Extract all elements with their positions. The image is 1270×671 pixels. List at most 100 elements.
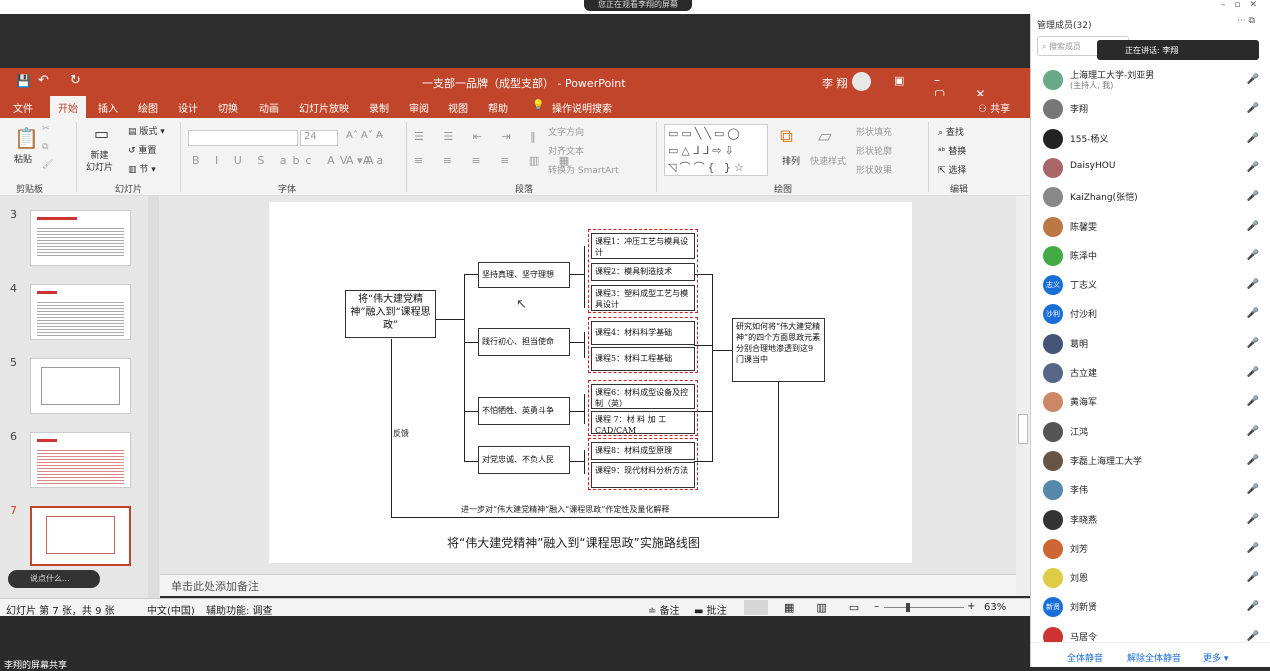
- panel-menu-icon[interactable]: ··· ⧉: [1237, 16, 1255, 26]
- member-row[interactable]: 陈馨雯🎤: [1031, 213, 1270, 242]
- course-box[interactable]: 课程2：模具制造技术: [591, 263, 695, 281]
- comments-button[interactable]: ▬ 批注: [694, 606, 727, 617]
- notes-pane[interactable]: 单击此处添加备注: [160, 574, 1016, 596]
- tell-me-search[interactable]: 操作说明搜索: [552, 104, 612, 115]
- mic-muted-icon[interactable]: 🎤: [1246, 337, 1259, 349]
- font-grow-icon[interactable]: A˄ A˅ A̶: [346, 130, 383, 141]
- tab-view[interactable]: 视图: [448, 104, 468, 115]
- member-row[interactable]: 志义丁志义🎤: [1031, 271, 1270, 300]
- mic-muted-icon[interactable]: 🎤: [1246, 103, 1259, 115]
- mic-muted-icon[interactable]: 🎤: [1246, 279, 1259, 291]
- mic-muted-icon[interactable]: 🎤: [1246, 161, 1259, 173]
- mic-muted-icon[interactable]: 🎤: [1246, 484, 1259, 496]
- mic-muted-icon[interactable]: 🎤: [1246, 601, 1259, 613]
- share-button[interactable]: ⚇ 共享: [978, 104, 1011, 115]
- mic-muted-icon[interactable]: 🎤: [1246, 367, 1259, 378]
- unmute-all-button[interactable]: 解除全体静音: [1127, 654, 1182, 664]
- member-row[interactable]: 陈泽中🎤: [1031, 242, 1270, 271]
- slide-thumbnail[interactable]: [30, 284, 131, 340]
- course-box[interactable]: 课程 7：材 料 加 工 CAD/CAM: [591, 411, 695, 435]
- format-painter-icon[interactable]: 🖌: [42, 160, 54, 170]
- layout-button[interactable]: ▤ 版式 ▾: [128, 127, 165, 137]
- reset-button[interactable]: ↺ 重置: [128, 146, 157, 156]
- member-row[interactable]: 刘恩🎤: [1031, 564, 1270, 593]
- member-row[interactable]: 沙利付沙利🎤: [1031, 300, 1270, 329]
- accessibility[interactable]: 辅助功能: 调查: [206, 606, 273, 617]
- tab-file[interactable]: 文件: [13, 104, 33, 115]
- thumbnails-scrollbar[interactable]: [148, 196, 159, 600]
- slide-thumbnail-selected[interactable]: [30, 506, 131, 566]
- course-box[interactable]: 课程8：材料成型原理: [591, 442, 695, 460]
- course-box[interactable]: 课程1：冲压工艺与模具设计: [591, 233, 695, 259]
- tab-record[interactable]: 录制: [369, 104, 389, 115]
- zoom-in-icon[interactable]: +: [967, 601, 976, 612]
- normal-view-icon[interactable]: [744, 600, 768, 615]
- font-size-input[interactable]: 24: [300, 130, 338, 146]
- editor-scrollbar[interactable]: [1016, 196, 1030, 596]
- tab-insert[interactable]: 插入: [98, 104, 118, 115]
- course-box[interactable]: 课程4：材料科学基础: [591, 321, 695, 345]
- redo-icon[interactable]: ↻: [70, 73, 81, 88]
- zoom-slider-thumb[interactable]: [906, 603, 910, 612]
- shape-fill-button[interactable]: 形状填充: [856, 128, 893, 138]
- member-row[interactable]: 江鸿🎤: [1031, 418, 1270, 447]
- slide-thumbnail[interactable]: [30, 432, 131, 488]
- mic-muted-icon[interactable]: 🎤: [1246, 542, 1259, 554]
- share-banner[interactable]: 您正在观看李翔的屏幕: [584, 0, 692, 11]
- shape-outline-button[interactable]: 形状轮廓: [856, 147, 893, 157]
- notes-placeholder[interactable]: 单击此处添加备注: [171, 580, 259, 593]
- tab-slideshow[interactable]: 幻灯片放映: [299, 104, 349, 115]
- right-box[interactable]: 研究如何将“伟大建党精神”的四个方面思政元素分别合理地渗透到这9门课当中: [732, 318, 825, 382]
- window-controls[interactable]: –▫✕: [1220, 0, 1266, 10]
- replace-button[interactable]: ᵃᵇ 替换: [938, 147, 967, 157]
- mic-muted-icon[interactable]: 🎤: [1246, 513, 1259, 525]
- copy-icon[interactable]: ⧉: [42, 142, 49, 152]
- course-box[interactable]: 课程5：材料工程基础: [591, 347, 695, 371]
- member-row[interactable]: 155-杨义🎤: [1031, 125, 1270, 154]
- mic-muted-icon[interactable]: 🎤: [1246, 425, 1259, 437]
- undo-icon[interactable]: ↶: [38, 73, 49, 88]
- language[interactable]: 中文(中国): [147, 606, 195, 617]
- shape-effects-button[interactable]: 形状效果: [856, 166, 893, 176]
- view-buttons[interactable]: ▦▥▭: [784, 601, 882, 614]
- member-row[interactable]: 黄海军🎤: [1031, 388, 1270, 417]
- shapes-gallery[interactable]: ▭▭╲╲▭◯▭△ᒧᒧ⇨⇩◹⌒⌒{ }☆: [664, 124, 768, 176]
- member-row[interactable]: KaiZhang(张恺)🎤: [1031, 183, 1270, 212]
- member-row[interactable]: 李伟🎤: [1031, 476, 1270, 505]
- select-button[interactable]: ⇱ 选择: [938, 166, 967, 176]
- notes-button[interactable]: ≐ 备注: [648, 606, 680, 617]
- cut-icon[interactable]: ✂: [42, 124, 50, 134]
- tab-help[interactable]: 帮助: [488, 104, 508, 115]
- member-row[interactable]: 马居令🎤: [1031, 623, 1270, 652]
- more-button[interactable]: 更多 ▾: [1203, 654, 1229, 664]
- chat-hint[interactable]: 说点什么...: [8, 570, 100, 588]
- paste-icon[interactable]: 📋: [14, 126, 39, 150]
- branch-box[interactable]: 坚持真理、坚守理想: [478, 262, 570, 288]
- paste-button[interactable]: 粘贴: [14, 155, 33, 165]
- slide-canvas[interactable]: 将“伟大建党精神”融入到“课程思政” 反馈 坚持真理、坚守理想 践行初心、担当使…: [269, 202, 912, 563]
- align-text-button[interactable]: 对齐文本: [548, 147, 585, 157]
- quick-styles-icon[interactable]: ▱: [818, 126, 832, 147]
- course-box[interactable]: 课程3：塑料成型工艺与模具设计: [591, 285, 695, 311]
- course-box[interactable]: 课程9：现代材料分析方法: [591, 462, 695, 488]
- slide-thumbnail[interactable]: [30, 358, 131, 414]
- tab-animations[interactable]: 动画: [259, 104, 279, 115]
- member-row[interactable]: 新贤刘新贤🎤: [1031, 593, 1270, 622]
- member-row[interactable]: 李晓燕🎤: [1031, 506, 1270, 535]
- tab-draw[interactable]: 绘图: [138, 104, 158, 115]
- member-row[interactable]: 古立建🎤: [1031, 359, 1270, 388]
- new-slide-button[interactable]: 新建 幻灯片: [86, 151, 114, 173]
- branch-box[interactable]: 践行初心、担当使命: [478, 328, 570, 356]
- slide-thumbnail[interactable]: [30, 210, 131, 266]
- mic-muted-icon[interactable]: 🎤: [1246, 308, 1259, 320]
- mic-muted-icon[interactable]: 🎤: [1246, 220, 1259, 232]
- member-row[interactable]: 李翔🎤: [1031, 95, 1270, 124]
- member-row[interactable]: 上海理工大学-刘亚男(主持人, 我)🎤: [1031, 66, 1270, 95]
- quick-styles-button[interactable]: 快速样式: [810, 157, 847, 167]
- section-button[interactable]: ▥ 节 ▾: [128, 165, 156, 175]
- tab-home[interactable]: 开始: [50, 96, 86, 118]
- tab-design[interactable]: 设计: [178, 104, 198, 115]
- ribbon-display-icon[interactable]: ▣: [894, 74, 905, 87]
- mic-muted-icon[interactable]: 🎤: [1246, 454, 1259, 466]
- zoom-out-icon[interactable]: –: [874, 601, 879, 612]
